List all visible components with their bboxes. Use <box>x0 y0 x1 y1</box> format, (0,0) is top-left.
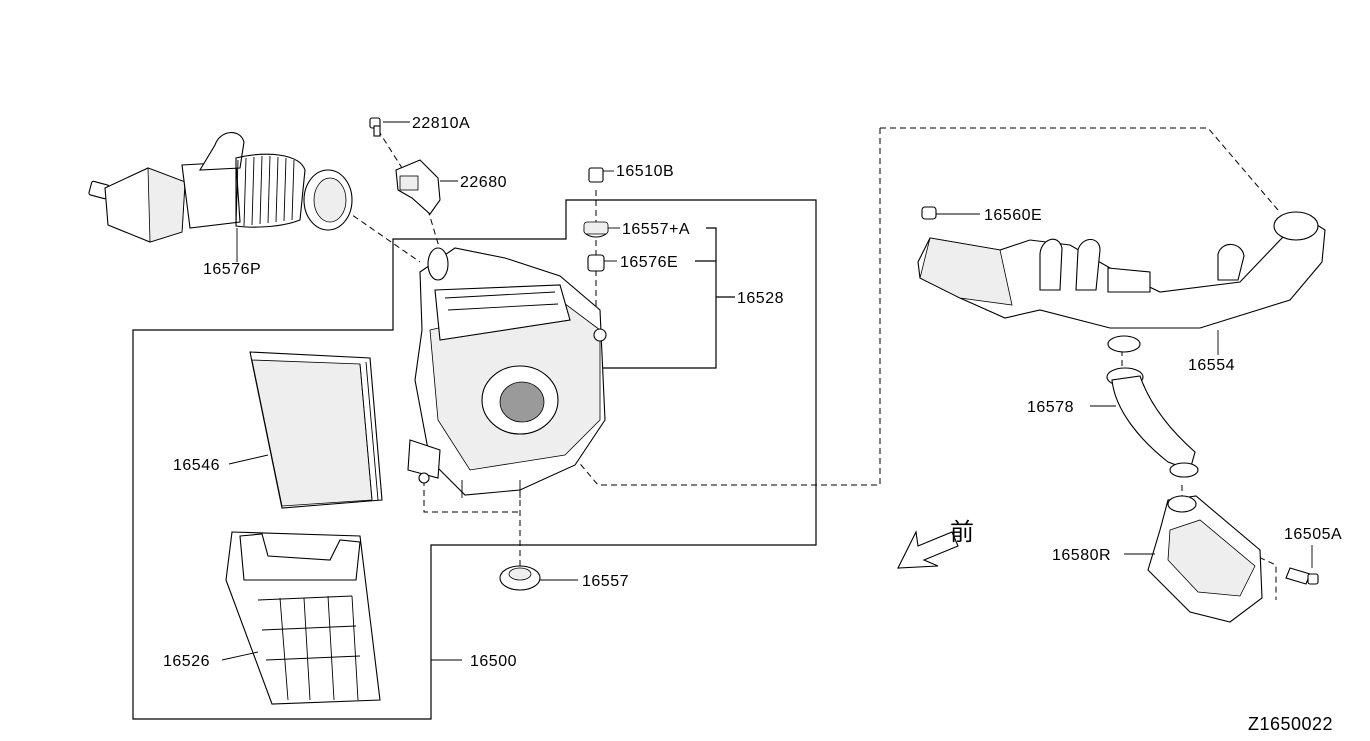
fasteners-right-of-box <box>583 167 735 369</box>
label-16557a: 16557+A <box>622 221 690 238</box>
air-cleaner-box-16528 <box>407 247 607 498</box>
filter-element-16546 <box>228 351 383 509</box>
intake-duct-16576p <box>88 132 353 262</box>
label-16560e: 16560E <box>984 207 1042 224</box>
label-16546: 16546 <box>173 457 220 474</box>
label-16576p: 16576P <box>203 261 261 278</box>
clip-16560e <box>921 206 980 220</box>
diagram-id-code: Z1650022 <box>1248 714 1333 734</box>
grommet-16557 <box>499 565 578 591</box>
front-kanji: 前 <box>950 519 975 546</box>
hose-16578 <box>1090 335 1199 478</box>
label-16576e: 16576E <box>620 254 678 271</box>
label-16505a: 16505A <box>1284 526 1342 543</box>
label-22810a: 22810A <box>412 115 470 132</box>
label-16526: 16526 <box>163 653 210 670</box>
label-16510b: 16510B <box>616 163 674 180</box>
front-arrow-icon <box>897 530 959 569</box>
label-22680: 22680 <box>460 174 507 191</box>
label-16528: 16528 <box>737 290 784 307</box>
sensor-22680 <box>369 117 458 215</box>
label-16500: 16500 <box>470 653 517 670</box>
duct-16554 <box>917 211 1326 355</box>
label-16554: 16554 <box>1188 357 1235 374</box>
label-16580r: 16580R <box>1052 547 1111 564</box>
lower-case-16526 <box>221 531 462 705</box>
group-outline-16500 <box>132 199 817 720</box>
resonator-16580r <box>1124 495 1263 623</box>
bolt-16505a <box>1285 545 1319 585</box>
dashed-guides <box>344 127 1279 600</box>
label-16557: 16557 <box>582 573 629 590</box>
label-16578: 16578 <box>1027 399 1074 416</box>
